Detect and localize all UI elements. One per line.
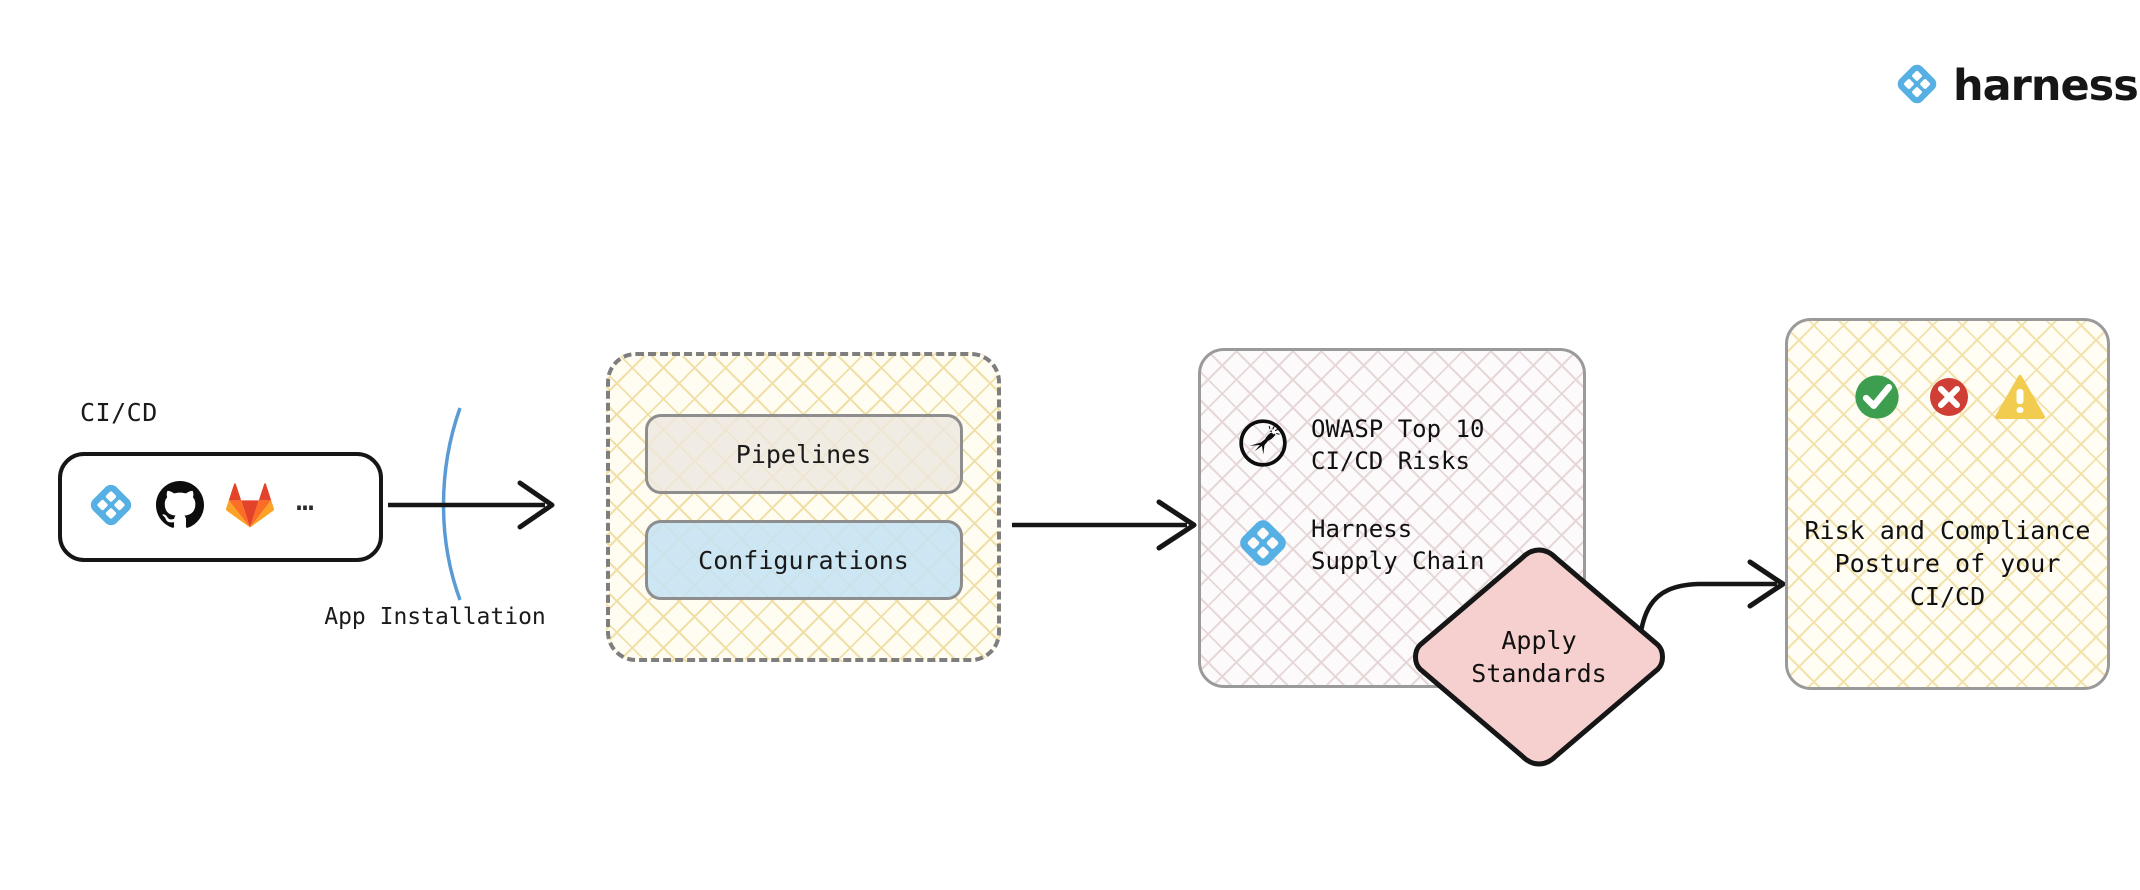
github-icon xyxy=(156,481,204,533)
outcome-label: Risk and Compliance Posture of your CI/C… xyxy=(1804,516,2091,611)
gitlab-icon xyxy=(226,481,274,533)
arrow-head xyxy=(1156,499,1197,551)
connector-app-installation xyxy=(388,407,555,601)
harness-wordmark: harness xyxy=(1953,60,2139,111)
standard-label: Harness Supply Chain xyxy=(1311,515,1485,576)
status-icon-row xyxy=(1788,371,2107,427)
apply-standards-decision[interactable]: Apply Standards xyxy=(1404,542,1674,772)
check-circle-icon xyxy=(1851,371,1903,427)
standard-item-owasp: OWASP Top 10 CI/CD Risks xyxy=(1237,413,1583,477)
standard-label: OWASP Top 10 CI/CD Risks xyxy=(1311,415,1485,476)
configurations-card[interactable]: Configurations xyxy=(644,520,963,600)
arrow-head xyxy=(517,480,555,530)
harness-diamond-icon xyxy=(1895,62,1939,110)
harness-diamond-icon xyxy=(1237,517,1289,573)
connector-assets-to-standards xyxy=(1012,499,1197,551)
x-circle-icon xyxy=(1925,373,1973,425)
harness-logo: harness xyxy=(1895,60,2139,111)
warning-triangle-icon xyxy=(1994,374,2045,424)
providers-overflow-ellipsis: … xyxy=(296,483,317,518)
harness-diamond-icon xyxy=(88,482,134,532)
diamond-shape xyxy=(1413,547,1665,767)
app-installation-label: App Installation xyxy=(324,604,546,630)
pipelines-card[interactable]: Pipelines xyxy=(644,414,963,494)
arrow-head xyxy=(1747,559,1786,609)
owasp-icon xyxy=(1237,417,1289,473)
cicd-providers-box: … xyxy=(58,452,383,562)
cicd-label: CI/CD xyxy=(80,398,158,427)
standard-item-harness: Harness Supply Chain xyxy=(1237,513,1583,577)
assets-box: Pipelines Configurations xyxy=(606,352,1001,662)
outcome-box: Risk and Compliance Posture of your CI/C… xyxy=(1785,318,2110,690)
